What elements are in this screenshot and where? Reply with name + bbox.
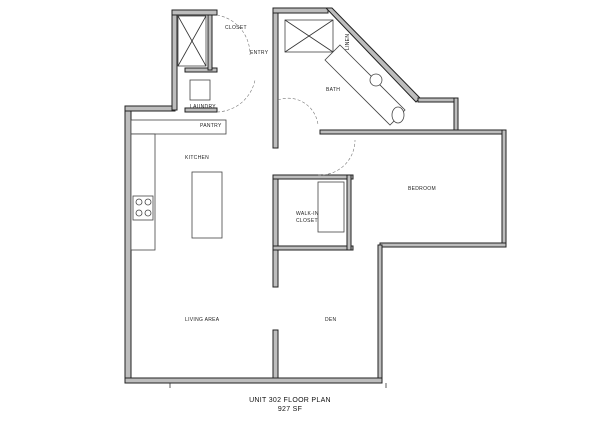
toilet bbox=[391, 106, 405, 124]
room-label-kitchen: KITCHEN bbox=[185, 155, 210, 161]
fixtures bbox=[130, 15, 406, 251]
room-label-laundry: LAUNDRY bbox=[190, 104, 216, 110]
closet-shelf bbox=[317, 181, 345, 233]
room-label-walk-in-closet: CLOSET bbox=[296, 218, 318, 224]
room-label-bedroom: BEDROOM bbox=[408, 186, 436, 192]
vanity bbox=[324, 44, 406, 126]
room-label-living-area: LIVING AREA bbox=[185, 317, 220, 323]
walls bbox=[124, 7, 507, 384]
room-label-den: DEN bbox=[325, 317, 337, 323]
room-label-entry: ENTRY bbox=[250, 50, 269, 56]
sink bbox=[369, 73, 383, 87]
plan-title: UNIT 302 FLOOR PLAN bbox=[249, 397, 331, 404]
room-label-bath: BATH bbox=[326, 87, 341, 93]
room-label-linen: LINEN bbox=[345, 33, 351, 50]
room-label-closet: CLOSET bbox=[225, 25, 247, 31]
counter-top bbox=[130, 119, 227, 135]
kitchen-island bbox=[191, 171, 223, 239]
washer bbox=[189, 79, 211, 101]
counter-left bbox=[130, 133, 156, 251]
door-swings bbox=[169, 14, 387, 388]
plan-area: 927 SF bbox=[277, 406, 303, 413]
room-label-pantry: PANTRY bbox=[200, 123, 222, 129]
room-label-walk-in: WALK-IN bbox=[296, 211, 319, 217]
